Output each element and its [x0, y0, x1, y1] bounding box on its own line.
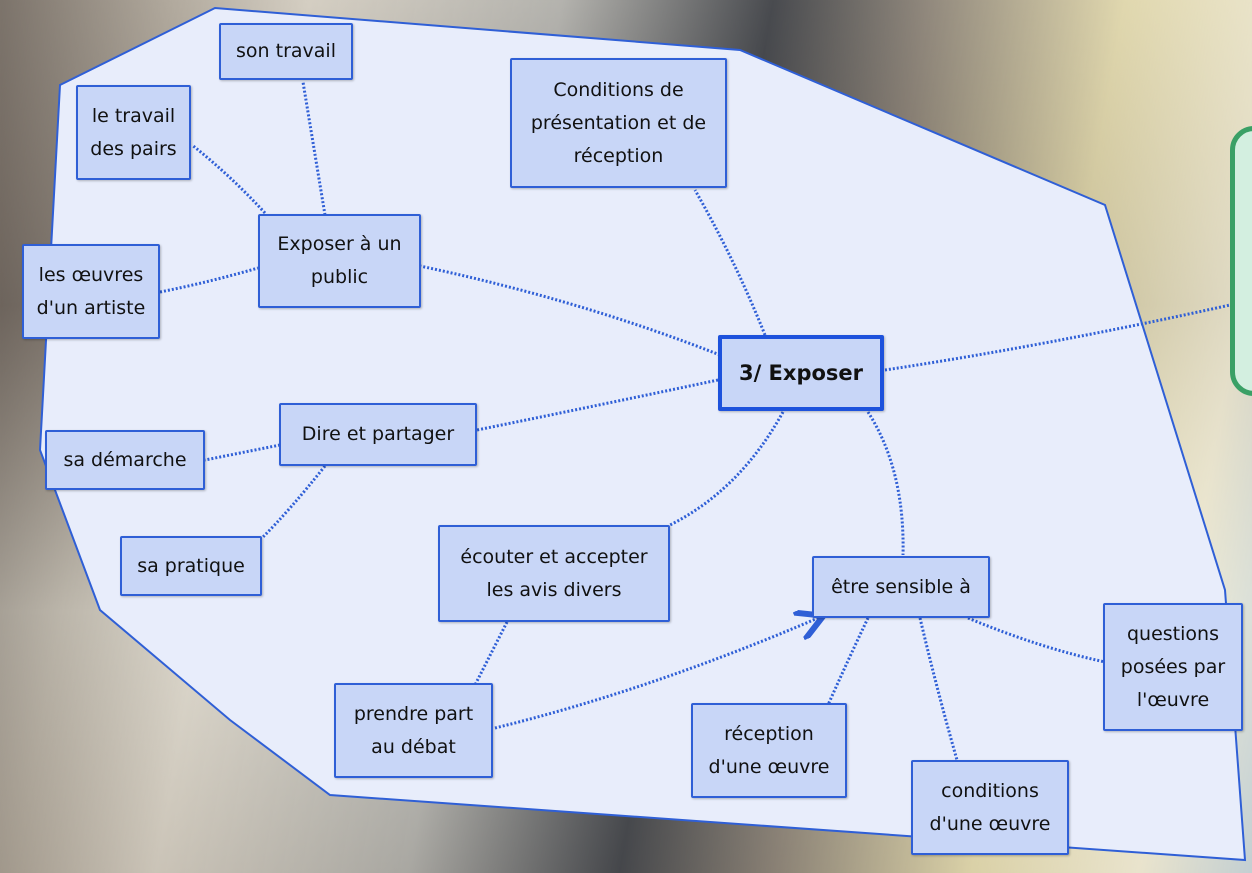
node-conditions-oeuvre-label: conditions d'une œuvre [929, 779, 1051, 835]
node-exposer-public-label: Exposer à un public [277, 233, 402, 288]
connector-central-ecouter [669, 411, 785, 527]
connector-dire-pratique [260, 465, 327, 540]
node-conditions-presentation-label: Conditions de présentation et de récepti… [530, 78, 707, 167]
connector-etre-reception [826, 617, 870, 706]
side-node-box[interactable] [1230, 126, 1252, 396]
node-oeuvres-artiste[interactable]: les œuvres d'un artiste [22, 244, 160, 339]
node-prendre-part[interactable]: prendre part au débat [334, 683, 493, 778]
node-questions-posees-label: questions posées par l'œuvre [1120, 622, 1226, 711]
node-questions-posees[interactable]: questions posées par l'œuvre [1103, 603, 1243, 731]
node-ecouter-accepter[interactable]: écouter et accepter les avis divers [438, 525, 670, 622]
node-exposer-public[interactable]: Exposer à un public [258, 214, 421, 308]
node-travail-pairs[interactable]: le travail des pairs [76, 85, 191, 180]
node-sa-pratique-label: sa pratique [137, 554, 245, 577]
connector-central-side [884, 303, 1231, 372]
connector-dire-demarche [204, 443, 281, 462]
node-dire-partager-label: Dire et partager [301, 423, 455, 445]
node-sa-demarche[interactable]: sa démarche [45, 430, 205, 490]
node-ecouter-accepter-label: écouter et accepter les avis divers [460, 545, 648, 601]
node-son-travail-label: son travail [236, 40, 336, 62]
node-conditions-presentation[interactable]: Conditions de présentation et de récepti… [510, 58, 727, 188]
node-etre-sensible[interactable]: être sensible à [812, 556, 990, 618]
connector-central-dire [476, 378, 719, 432]
connector-etre-conditions [918, 617, 959, 761]
node-prendre-part-label: prendre part au débat [353, 702, 474, 758]
connector-central-exposer-public [419, 264, 721, 357]
connector-etre-questions [967, 616, 1106, 664]
node-etre-sensible-label: être sensible à [831, 575, 971, 598]
node-central-label: 3/ Exposer [738, 360, 864, 385]
connector-public-travail [301, 81, 327, 216]
node-son-travail[interactable]: son travail [219, 23, 353, 80]
node-travail-pairs-label: le travail des pairs [90, 104, 177, 160]
node-sa-demarche-label: sa démarche [63, 448, 187, 471]
node-reception-oeuvre-label: réception d'une œuvre [708, 722, 830, 778]
connector-prendre-etre-arrow [494, 618, 818, 730]
connector-central-conditions [693, 189, 767, 336]
node-sa-pratique[interactable]: sa pratique [120, 536, 262, 596]
node-oeuvres-artiste-label: les œuvres d'un artiste [36, 263, 146, 319]
node-conditions-oeuvre[interactable]: conditions d'une œuvre [911, 760, 1069, 855]
node-dire-partager[interactable]: Dire et partager [279, 403, 477, 466]
node-central-exposer[interactable]: 3/ Exposer [718, 335, 884, 411]
node-reception-oeuvre[interactable]: réception d'une œuvre [691, 703, 847, 798]
